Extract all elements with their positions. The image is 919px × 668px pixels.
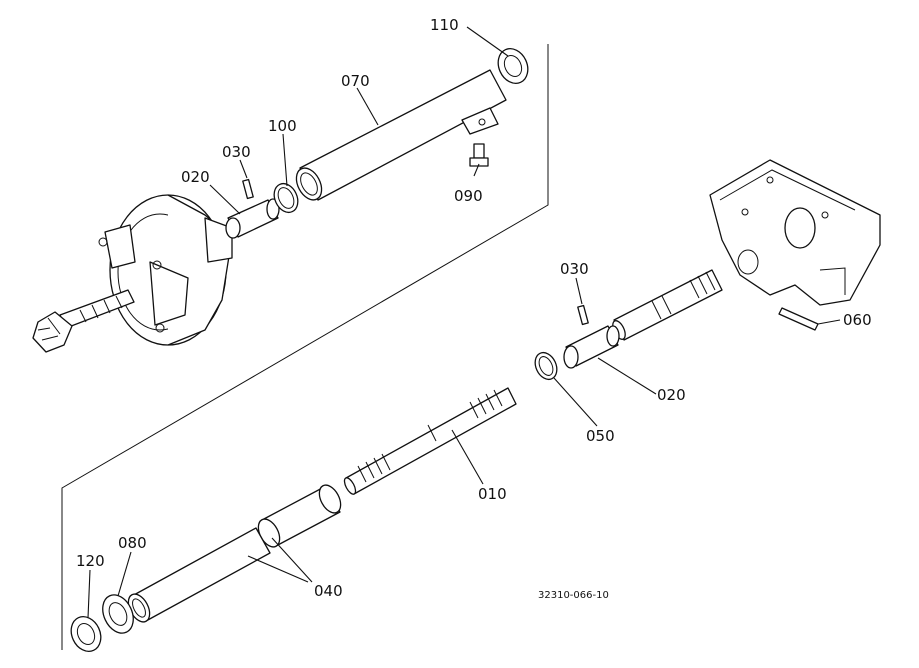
- label-120: 120: [76, 552, 105, 570]
- leader-050: [553, 377, 598, 427]
- leader-040a: [271, 537, 313, 583]
- gearbox-housing: [709, 159, 881, 306]
- leader-080: [117, 551, 132, 597]
- seal-080: [102, 594, 134, 634]
- pin-030-upper: [242, 178, 254, 200]
- label-050: 050: [586, 427, 615, 445]
- main-shaft-010: [343, 387, 517, 495]
- label-090: 090: [454, 187, 483, 205]
- drawing-reference-number: 32310-066-10: [538, 590, 609, 601]
- tube-040-lower: [127, 527, 271, 623]
- pin-060: [778, 307, 819, 331]
- label-110: 110: [430, 16, 459, 34]
- oring-050: [534, 351, 558, 381]
- leader-020a: [209, 184, 241, 215]
- leader-010: [451, 429, 484, 485]
- label-070: 070: [341, 72, 370, 90]
- leader-090: [473, 163, 480, 177]
- label-100: 100: [268, 117, 297, 135]
- leader-110: [466, 26, 509, 57]
- label-080: 080: [118, 534, 147, 552]
- splined-shaft-right: [612, 269, 723, 341]
- bolt-090: [469, 143, 489, 167]
- pin-030-lower: [577, 304, 589, 326]
- leader-030b: [575, 277, 583, 305]
- nut-120: [70, 615, 102, 653]
- label-030-upper: 030: [222, 143, 251, 161]
- seal-110: [497, 47, 529, 85]
- leader-030a: [239, 159, 248, 179]
- coupling-020-lower: [563, 325, 620, 369]
- leader-100: [282, 133, 288, 187]
- leader-070: [356, 87, 379, 126]
- tube-040-upper: [257, 484, 342, 548]
- leader-060: [817, 319, 841, 325]
- label-030-lower: 030: [560, 260, 589, 278]
- pinion-shaft: [32, 289, 135, 353]
- oring-100: [273, 182, 299, 214]
- label-040: 040: [314, 582, 343, 600]
- hub-housing: [98, 194, 233, 346]
- tube-070: [295, 69, 507, 201]
- label-020-upper: 020: [181, 168, 210, 186]
- leader-040b: [247, 555, 309, 583]
- leader-020b: [597, 357, 657, 395]
- coupling-020-upper: [225, 198, 280, 239]
- label-060: 060: [843, 311, 872, 329]
- leader-120: [87, 569, 91, 619]
- label-020-lower: 020: [657, 386, 686, 404]
- assembly-boundary: [61, 44, 549, 650]
- label-010: 010: [478, 485, 507, 503]
